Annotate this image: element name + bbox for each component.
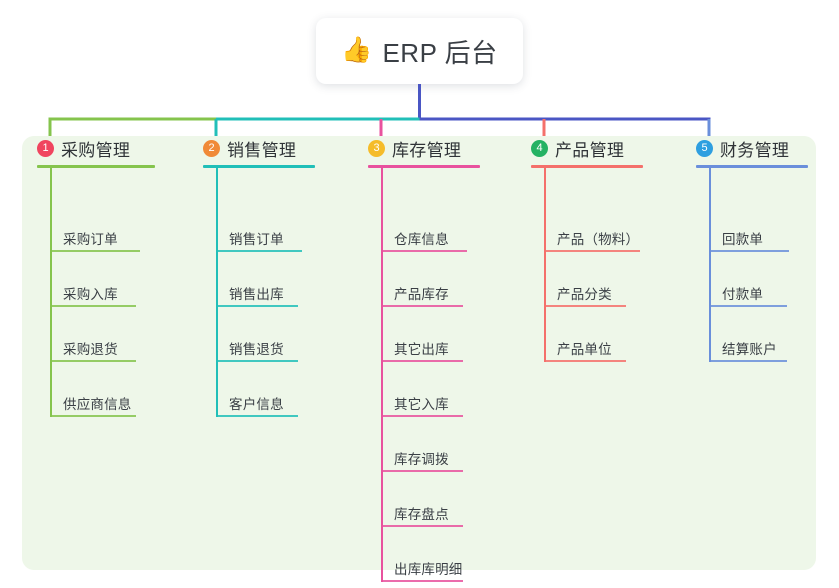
module-item-label: 采购订单 (63, 232, 118, 247)
module-item[interactable]: 结算账户 (709, 334, 787, 362)
module-item-label: 产品库存 (394, 287, 449, 302)
module-item[interactable]: 采购入库 (50, 279, 136, 307)
module-header-4[interactable]: 4 产品管理 (531, 136, 624, 161)
module-spine (544, 167, 546, 362)
module-item-rule (216, 250, 302, 252)
module-item-label: 销售订单 (229, 232, 284, 247)
module-item-label: 采购入库 (63, 287, 118, 302)
module-item-label: 销售出库 (229, 287, 284, 302)
module-item-rule (50, 305, 136, 307)
module-item-rule (216, 360, 298, 362)
module-title: 财务管理 (720, 141, 790, 160)
module-item-label: 销售退货 (229, 342, 284, 357)
module-item[interactable]: 产品库存 (381, 279, 463, 307)
module-title: 采购管理 (61, 141, 131, 160)
module-header-rule (37, 165, 155, 168)
module-item-rule (709, 360, 787, 362)
module-header-rule (203, 165, 315, 168)
module-item[interactable]: 仓库信息 (381, 224, 467, 252)
module-item[interactable]: 其它入库 (381, 389, 463, 417)
module-title: 产品管理 (555, 141, 625, 160)
module-item-label: 供应商信息 (63, 397, 132, 412)
module-spine (50, 167, 52, 417)
module-item-label: 产品（物料） (557, 232, 640, 247)
module-item-rule (50, 250, 140, 252)
module-item-label: 其它入库 (394, 397, 449, 412)
module-item-label: 结算账户 (722, 342, 777, 357)
module-item-label: 库存调拨 (394, 452, 449, 467)
module-item[interactable]: 采购退货 (50, 334, 136, 362)
module-item[interactable]: 出库库明细 (381, 554, 463, 582)
module-item-rule (709, 305, 787, 307)
module-item[interactable]: 销售退货 (216, 334, 298, 362)
module-item[interactable]: 其它出库 (381, 334, 463, 362)
module-item-rule (381, 415, 463, 417)
module-item-label: 产品分类 (557, 287, 612, 302)
module-item-label: 出库库明细 (394, 562, 463, 577)
module-spine (709, 167, 711, 362)
module-header-1[interactable]: 1 采购管理 (37, 136, 130, 161)
module-item-rule (216, 305, 298, 307)
module-number-badge: 4 (531, 140, 548, 157)
modules-panel: 1 采购管理采购订单采购入库采购退货供应商信息 2 销售管理销售订单销售出库销售退货客… (22, 136, 816, 582)
module-item-rule (381, 250, 467, 252)
module-item[interactable]: 库存调拨 (381, 444, 463, 472)
module-spine (381, 167, 383, 582)
module-number-badge: 2 (203, 140, 220, 157)
module-number-badge: 1 (37, 140, 54, 157)
module-header-2[interactable]: 2 销售管理 (203, 136, 296, 161)
module-item-label: 回款单 (722, 232, 764, 247)
module-item-label: 仓库信息 (394, 232, 449, 247)
root-node[interactable]: 👍 ERP 后台 (316, 18, 523, 84)
root-node-title: ERP 后台 (382, 37, 498, 68)
module-item[interactable]: 产品（物料） (544, 224, 640, 252)
module-title: 销售管理 (227, 141, 297, 160)
module-item-rule (381, 470, 463, 472)
module-item-rule (544, 305, 626, 307)
module-item-rule (50, 360, 136, 362)
module-item-rule (544, 360, 626, 362)
module-item[interactable]: 付款单 (709, 279, 787, 307)
module-item[interactable]: 产品单位 (544, 334, 626, 362)
module-item[interactable]: 采购订单 (50, 224, 140, 252)
module-item-rule (381, 360, 463, 362)
module-number-badge: 5 (696, 140, 713, 157)
module-title: 库存管理 (392, 141, 462, 160)
module-item-label: 付款单 (722, 287, 764, 302)
module-item-rule (381, 580, 463, 582)
module-item-label: 产品单位 (557, 342, 612, 357)
module-item[interactable]: 销售订单 (216, 224, 302, 252)
module-header-rule (696, 165, 808, 168)
module-item[interactable]: 产品分类 (544, 279, 626, 307)
module-item[interactable]: 回款单 (709, 224, 789, 252)
module-header-rule (531, 165, 643, 168)
module-number-badge: 3 (368, 140, 385, 157)
module-item-rule (709, 250, 789, 252)
module-item[interactable]: 客户信息 (216, 389, 298, 417)
thumbs-up-icon: 👍 (341, 35, 373, 64)
module-item-rule (544, 250, 640, 252)
module-item-rule (50, 415, 136, 417)
module-item-rule (381, 305, 463, 307)
module-item-label: 其它出库 (394, 342, 449, 357)
module-item-label: 客户信息 (229, 397, 284, 412)
module-spine (216, 167, 218, 417)
module-header-5[interactable]: 5 财务管理 (696, 136, 789, 161)
module-header-3[interactable]: 3 库存管理 (368, 136, 461, 161)
module-item[interactable]: 库存盘点 (381, 499, 463, 527)
module-item-label: 库存盘点 (394, 507, 449, 522)
module-item-label: 采购退货 (63, 342, 118, 357)
module-item[interactable]: 供应商信息 (50, 389, 136, 417)
module-item-rule (381, 525, 463, 527)
module-header-rule (368, 165, 480, 168)
module-item[interactable]: 销售出库 (216, 279, 298, 307)
module-item-rule (216, 415, 298, 417)
